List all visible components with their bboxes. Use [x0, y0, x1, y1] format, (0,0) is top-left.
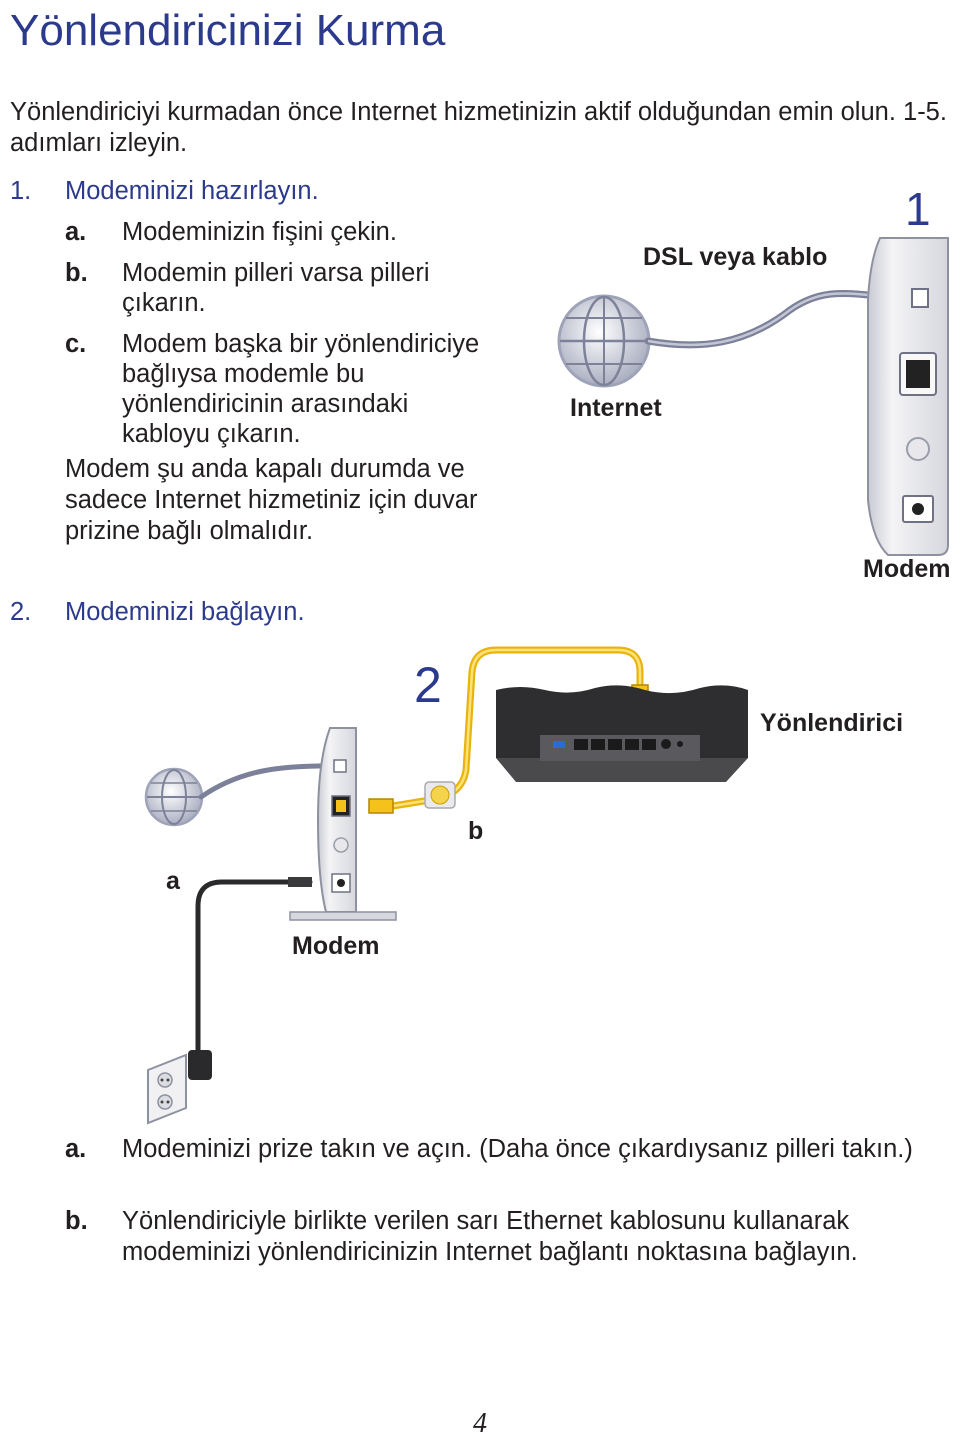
power-cable: [195, 879, 313, 1063]
step1-item-a-text: Modeminizin fişini çekin.: [122, 218, 397, 246]
figure2-router-label: Yönlendirici: [760, 709, 904, 737]
step2-number: 2.: [10, 598, 32, 626]
globe-icon-fig2: [144, 767, 204, 827]
wall-outlet-icon: [147, 1053, 187, 1125]
cable-tag: [424, 781, 456, 809]
figure1-cable-label: DSL veya kablo: [643, 243, 828, 271]
step1-item-a-letter: a.: [65, 218, 87, 246]
step1-item-c-letter: c.: [65, 330, 87, 358]
modem-device-fig1: [867, 237, 949, 556]
router-device: [496, 685, 748, 782]
figure1-number: 1: [905, 183, 931, 235]
figure1-internet-label: Internet: [570, 394, 662, 422]
figure2-label-b: b: [468, 817, 484, 845]
step2-item-a-letter: a.: [65, 1135, 87, 1163]
step1-item-b-letter: b.: [65, 259, 88, 287]
step2-title: Modeminizi bağlayın.: [65, 598, 305, 626]
page-title: Yönlendiricinizi Kurma: [10, 6, 446, 55]
step1-title: Modeminizi hazırlayın.: [65, 177, 319, 205]
globe-icon-fig1: [557, 294, 651, 388]
figure1-modem-label: Modem: [863, 555, 951, 583]
figure2-number: 2: [414, 657, 442, 713]
modem-device-fig2: [289, 727, 397, 921]
step1-note: Modem şu anda kapalı durumda ve sadece I…: [65, 455, 478, 545]
step1-number: 1.: [10, 177, 32, 205]
page-number: 4: [473, 1408, 487, 1439]
step1-item-b-text: Modemin pilleri varsa pilleri çıkarın.: [122, 259, 430, 317]
step1-item-c-text: Modem başka bir yönlendiriciye bağlıysa …: [122, 330, 480, 448]
intro-text: Yönlendiriciyi kurmadan önce Internet hi…: [10, 98, 947, 157]
figure2-label-a: a: [166, 867, 180, 895]
dsl-cable-fig2: [198, 763, 343, 800]
step2-item-a-text: Modeminizi prize takın ve açın. (Daha ön…: [122, 1135, 913, 1163]
step2-item-b-letter: b.: [65, 1207, 88, 1235]
figure2-modem-label: Modem: [292, 932, 380, 960]
step2-item-b-text: Yönlendiriciyle birlikte verilen sarı Et…: [122, 1207, 858, 1266]
